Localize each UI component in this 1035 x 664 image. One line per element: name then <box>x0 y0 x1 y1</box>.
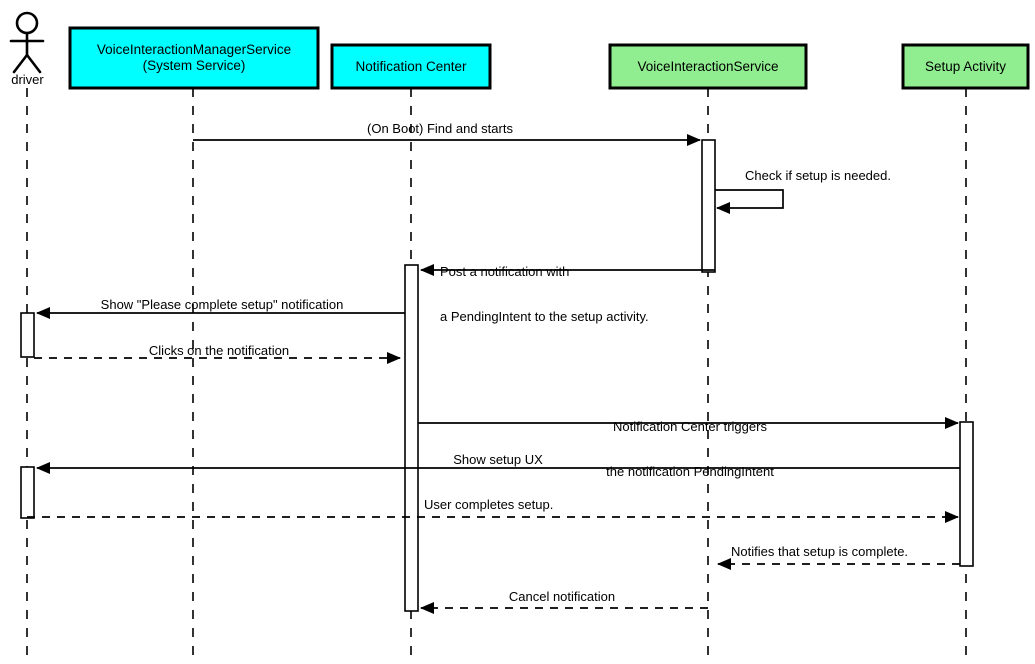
message-label-m10: Cancel notification <box>508 589 616 604</box>
message-label-m7: Show setup UX <box>453 452 543 467</box>
message-label-m9: Notifies that setup is complete. <box>731 544 909 559</box>
participant-boxes <box>68 26 1030 90</box>
participant-box-setup <box>901 43 1030 90</box>
participant-label-setup: Setup Activity <box>924 58 1007 74</box>
actor-driver-icon <box>9 11 45 74</box>
activation-driver-2 <box>20 466 35 519</box>
participant-label-notif: Notification Center <box>355 58 467 74</box>
activation-bars <box>20 139 974 612</box>
message-label-m5: Clicks on the notification <box>148 343 290 358</box>
participant-label-vims-line1: VoiceInteractionManagerService <box>96 42 292 57</box>
activation-driver-1 <box>20 312 35 358</box>
message-arrow-m2 <box>715 189 784 214</box>
participant-label-vims: VoiceInteractionManagerService (System S… <box>70 28 318 88</box>
message-label-m6-line2: the notification PendingIntent <box>606 464 774 479</box>
message-label-m6: Notification Center triggers the notific… <box>560 389 820 509</box>
participant-box-notif <box>330 43 492 90</box>
participant-label-vims-line2: (System Service) <box>142 58 246 73</box>
message-label-m3-line1: Post a notification with <box>440 264 570 279</box>
message-label-m2: Check if setup is needed. <box>745 168 891 183</box>
activation-notif <box>404 264 419 612</box>
participant-box-vims <box>68 26 320 90</box>
message-label-m3: Post a notification with a PendingIntent… <box>440 234 700 354</box>
message-arrows <box>27 134 960 614</box>
message-label-m8: User completes setup. <box>424 497 554 512</box>
message-label-m1: (On Boot) Find and starts <box>367 121 513 136</box>
activation-vis <box>701 139 716 273</box>
participant-box-vis <box>608 43 808 90</box>
actor-label-driver: driver <box>11 72 44 87</box>
activation-setup <box>959 421 974 567</box>
participant-label-vis: VoiceInteractionService <box>637 58 779 74</box>
message-label-m6-line1: Notification Center triggers <box>613 419 767 434</box>
message-label-m3-line2: a PendingIntent to the setup activity. <box>440 309 649 324</box>
message-label-m4: Show "Please complete setup" notificatio… <box>100 297 344 312</box>
